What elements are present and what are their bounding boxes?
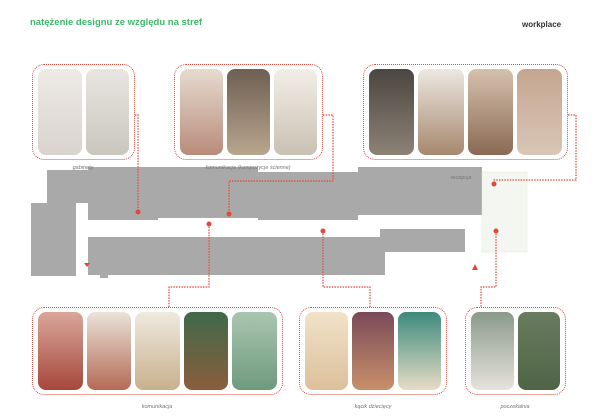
zone-label: komunikacja (kompozycje ścienne) [205, 165, 291, 171]
photo [516, 69, 562, 155]
zone-label: poczekalnia [500, 404, 530, 410]
zone-label: recepcja [450, 175, 472, 181]
zone-gabinety [32, 64, 135, 160]
page-title: natężenie designu ze względu na stref [30, 17, 203, 28]
photo [274, 69, 317, 155]
photo [305, 312, 348, 390]
plan-rooms [31, 167, 482, 278]
photo [471, 312, 514, 390]
connectors [135, 114, 577, 307]
photo [183, 312, 229, 390]
photo [85, 69, 129, 155]
photo [517, 312, 560, 390]
zone-label: kącik dziecięcy [354, 404, 392, 410]
photo [418, 69, 464, 155]
zone-recepcja [363, 64, 568, 160]
zone-komunikacja [32, 307, 283, 395]
photo [227, 69, 270, 155]
photo [369, 69, 415, 155]
photo [86, 312, 132, 390]
photo [232, 312, 277, 390]
zone-label: gabinety [72, 165, 94, 171]
zone-komunikacja-scienne [174, 64, 323, 160]
photo [467, 69, 513, 155]
photo [135, 312, 180, 390]
photo [398, 312, 442, 390]
photo [351, 312, 395, 390]
photo [38, 69, 82, 155]
zone-poczekalnia [465, 307, 566, 395]
zone-kacik-dzieciecy [299, 307, 447, 395]
zone-label: komunikacja [141, 404, 173, 410]
brand-label: workplace [522, 20, 562, 29]
zone-markers [84, 181, 499, 270]
photo [38, 312, 83, 390]
reception-area [481, 171, 528, 253]
photo [180, 69, 223, 155]
